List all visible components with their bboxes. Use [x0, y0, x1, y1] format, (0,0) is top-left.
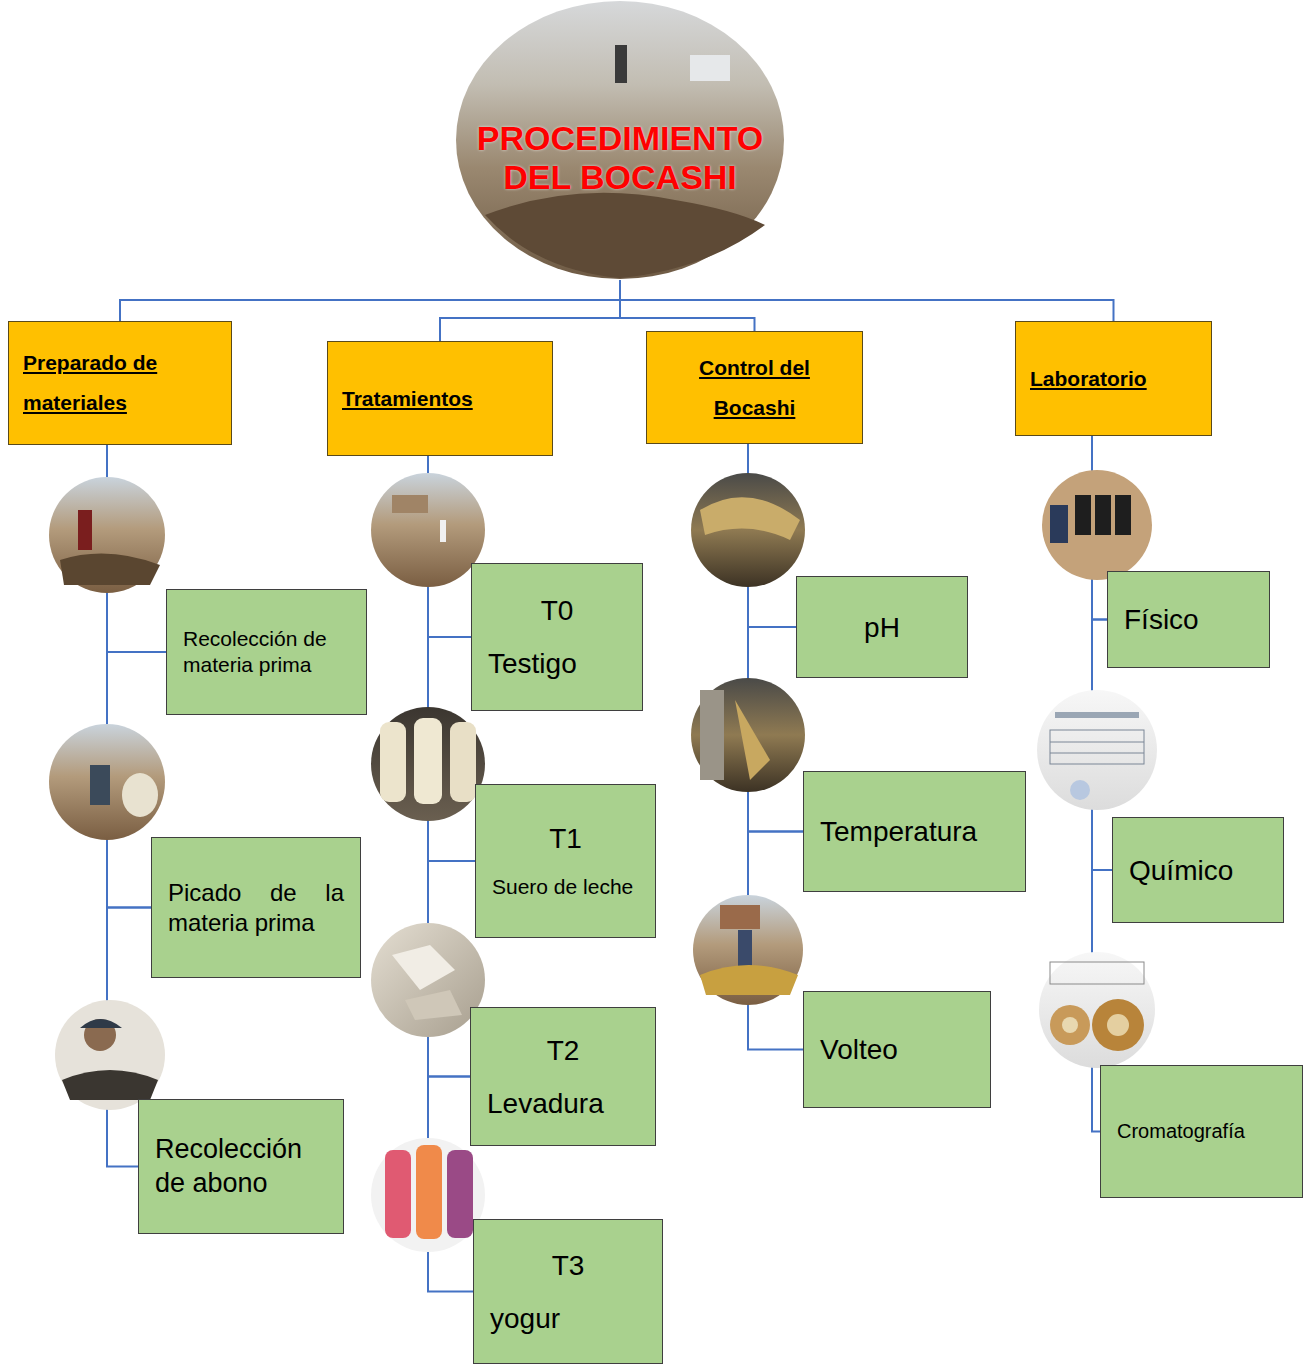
category-box: Preparado de materiales	[8, 321, 232, 445]
step-label: Recolección de materia prima	[183, 626, 350, 679]
category-label: Preparado de materiales	[23, 343, 217, 423]
step-box: Picado de la materia prima	[151, 837, 361, 978]
step-label: T2	[487, 1033, 639, 1068]
step-label: T0	[488, 593, 626, 628]
title-text: PROCEDIMIENTO DEL BOCASHI	[455, 119, 785, 197]
photo-circle	[371, 923, 485, 1037]
photo-circle	[691, 678, 805, 792]
step-label: Levadura	[487, 1086, 639, 1121]
step-label: yogur	[490, 1301, 646, 1336]
step-label: pH	[813, 610, 951, 645]
lab-box: Cromatografía	[1100, 1065, 1303, 1198]
tree-connector	[120, 280, 620, 321]
photo-circle	[1042, 470, 1152, 580]
photo-circle	[371, 707, 485, 821]
treatment-box: T2Levadura	[470, 1007, 656, 1146]
category-label: Laboratorio	[1030, 359, 1197, 399]
category-label: Tratamientos	[342, 379, 538, 419]
step-box: Recolección de abono	[138, 1099, 344, 1234]
photo-circle	[1039, 952, 1155, 1068]
tree-connector	[620, 280, 1114, 321]
step-label: Temperatura	[820, 814, 1009, 849]
step-label: Físico	[1124, 602, 1253, 637]
photo-circle	[691, 473, 805, 587]
photo-circle	[693, 895, 803, 1005]
treatment-box: T1Suero de leche	[475, 784, 656, 938]
photo-circle	[49, 477, 165, 593]
step-label: Cromatografía	[1117, 1119, 1286, 1144]
category-label: Control del Bocashi	[661, 348, 848, 428]
lab-box: Químico	[1112, 817, 1284, 923]
control-box: Temperatura	[803, 771, 1026, 892]
control-box: pH	[796, 576, 968, 678]
photo-circle	[371, 473, 485, 587]
tree-connector	[440, 280, 620, 341]
step-label: Picado de la materia prima	[168, 878, 344, 938]
step-label: Químico	[1129, 853, 1267, 888]
photo-circle	[371, 1138, 485, 1252]
photo-circle	[55, 1000, 165, 1110]
step-label: Volteo	[820, 1032, 974, 1067]
control-box: Volteo	[803, 991, 991, 1108]
tree-connector	[620, 280, 755, 331]
photo-circle	[1037, 690, 1157, 810]
treatment-box: T3 yogur	[473, 1219, 663, 1364]
step-box: Recolección de materia prima	[166, 589, 367, 715]
step-label: T1	[492, 821, 639, 856]
category-box: Laboratorio	[1015, 321, 1212, 436]
step-label: Recolección de abono	[155, 1133, 327, 1201]
category-box: Control del Bocashi	[646, 331, 863, 444]
photo-circle	[49, 724, 165, 840]
step-label: Suero de leche	[492, 874, 639, 900]
treatment-box: T0Testigo	[471, 563, 643, 711]
step-label: T3	[490, 1248, 646, 1283]
category-box: Tratamientos	[327, 341, 553, 456]
lab-box: Físico	[1107, 571, 1270, 668]
title-circle: PROCEDIMIENTO DEL BOCASHI	[455, 0, 785, 280]
step-label: Testigo	[488, 646, 626, 681]
